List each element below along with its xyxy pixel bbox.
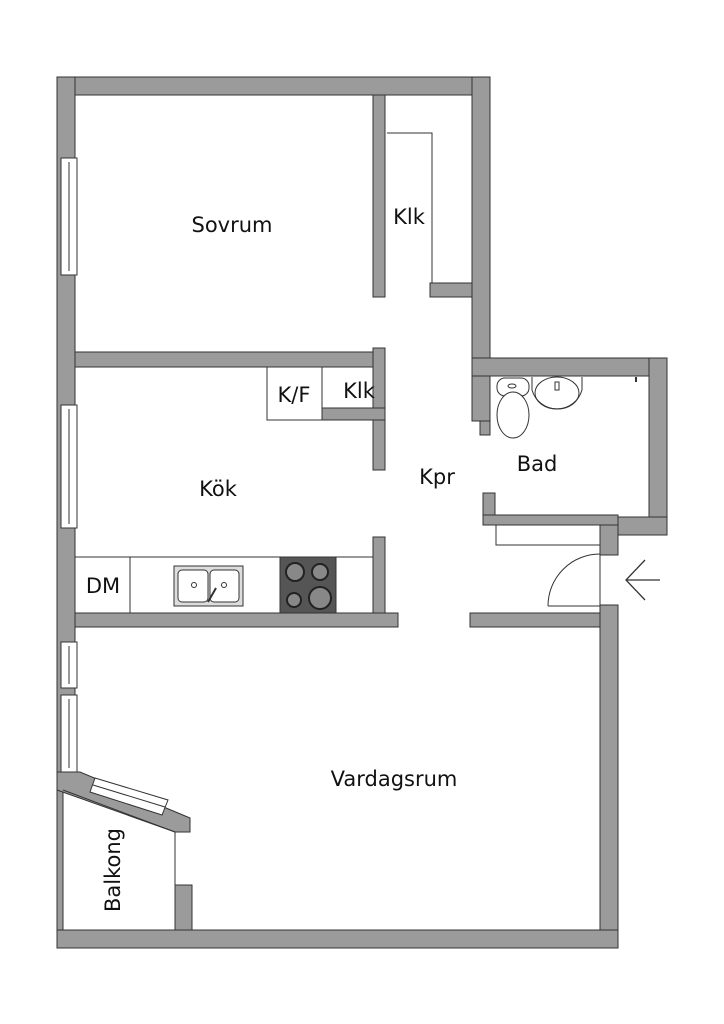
stove-icon <box>279 556 337 614</box>
fridge-freezer <box>266 366 323 421</box>
room-label-kpr: Kpr <box>419 465 455 489</box>
washbasin-icon <box>531 376 583 410</box>
room-label-klk-top: Klk <box>393 205 426 229</box>
room-label-kok: Kök <box>199 477 238 501</box>
room-label-sovrum: Sovrum <box>191 213 272 237</box>
toilet-icon <box>496 377 530 439</box>
sink-icon <box>173 565 244 607</box>
hallway-shelf <box>495 524 601 546</box>
room-label-balkong: Balkong <box>101 828 125 912</box>
balcony-outline <box>62 789 176 930</box>
closet-shelf <box>387 132 433 283</box>
kitchen-counter <box>74 556 374 614</box>
windows <box>60 157 169 816</box>
room-label-kf: K/F <box>278 383 311 407</box>
room-label-vardagsrum: Vardagsrum <box>331 767 458 791</box>
walls <box>56 76 668 949</box>
entrance-arrow-icon <box>625 559 660 601</box>
entrance-door[interactable] <box>547 553 601 607</box>
room-label-klk-kitchen: Klk <box>343 379 376 403</box>
room-label-bad: Bad <box>517 452 558 476</box>
drain-icon <box>635 377 637 382</box>
room-label-dm: DM <box>86 574 120 598</box>
